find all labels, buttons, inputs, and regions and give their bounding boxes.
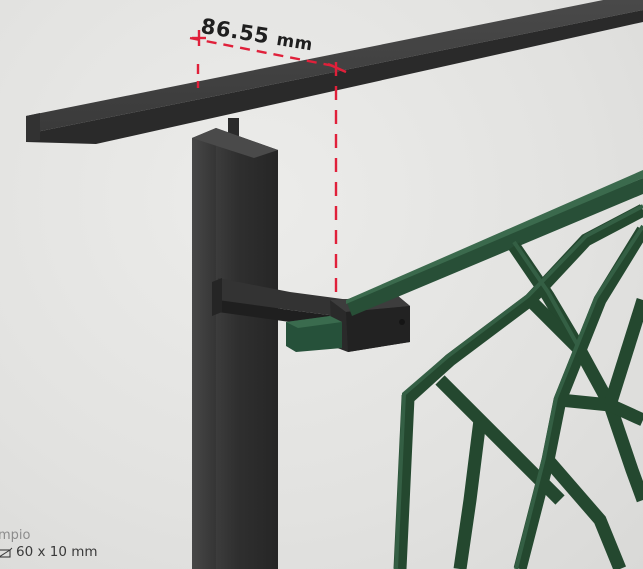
caption-line-1: mpio <box>0 528 31 543</box>
handrail <box>26 0 643 144</box>
rectangular-tube-icon <box>0 547 13 558</box>
dimension-line <box>189 36 335 68</box>
profile-caption: mpio 60 x 10 mm <box>0 528 98 561</box>
dimension-annotation <box>189 30 347 302</box>
caption-line-2: 60 x 10 mm <box>0 544 98 561</box>
railing-panel <box>346 170 643 569</box>
bracket <box>212 278 410 352</box>
dimension-tick-right <box>327 62 347 74</box>
profile-size: 60 x 10 mm <box>16 544 98 560</box>
post <box>192 128 278 569</box>
